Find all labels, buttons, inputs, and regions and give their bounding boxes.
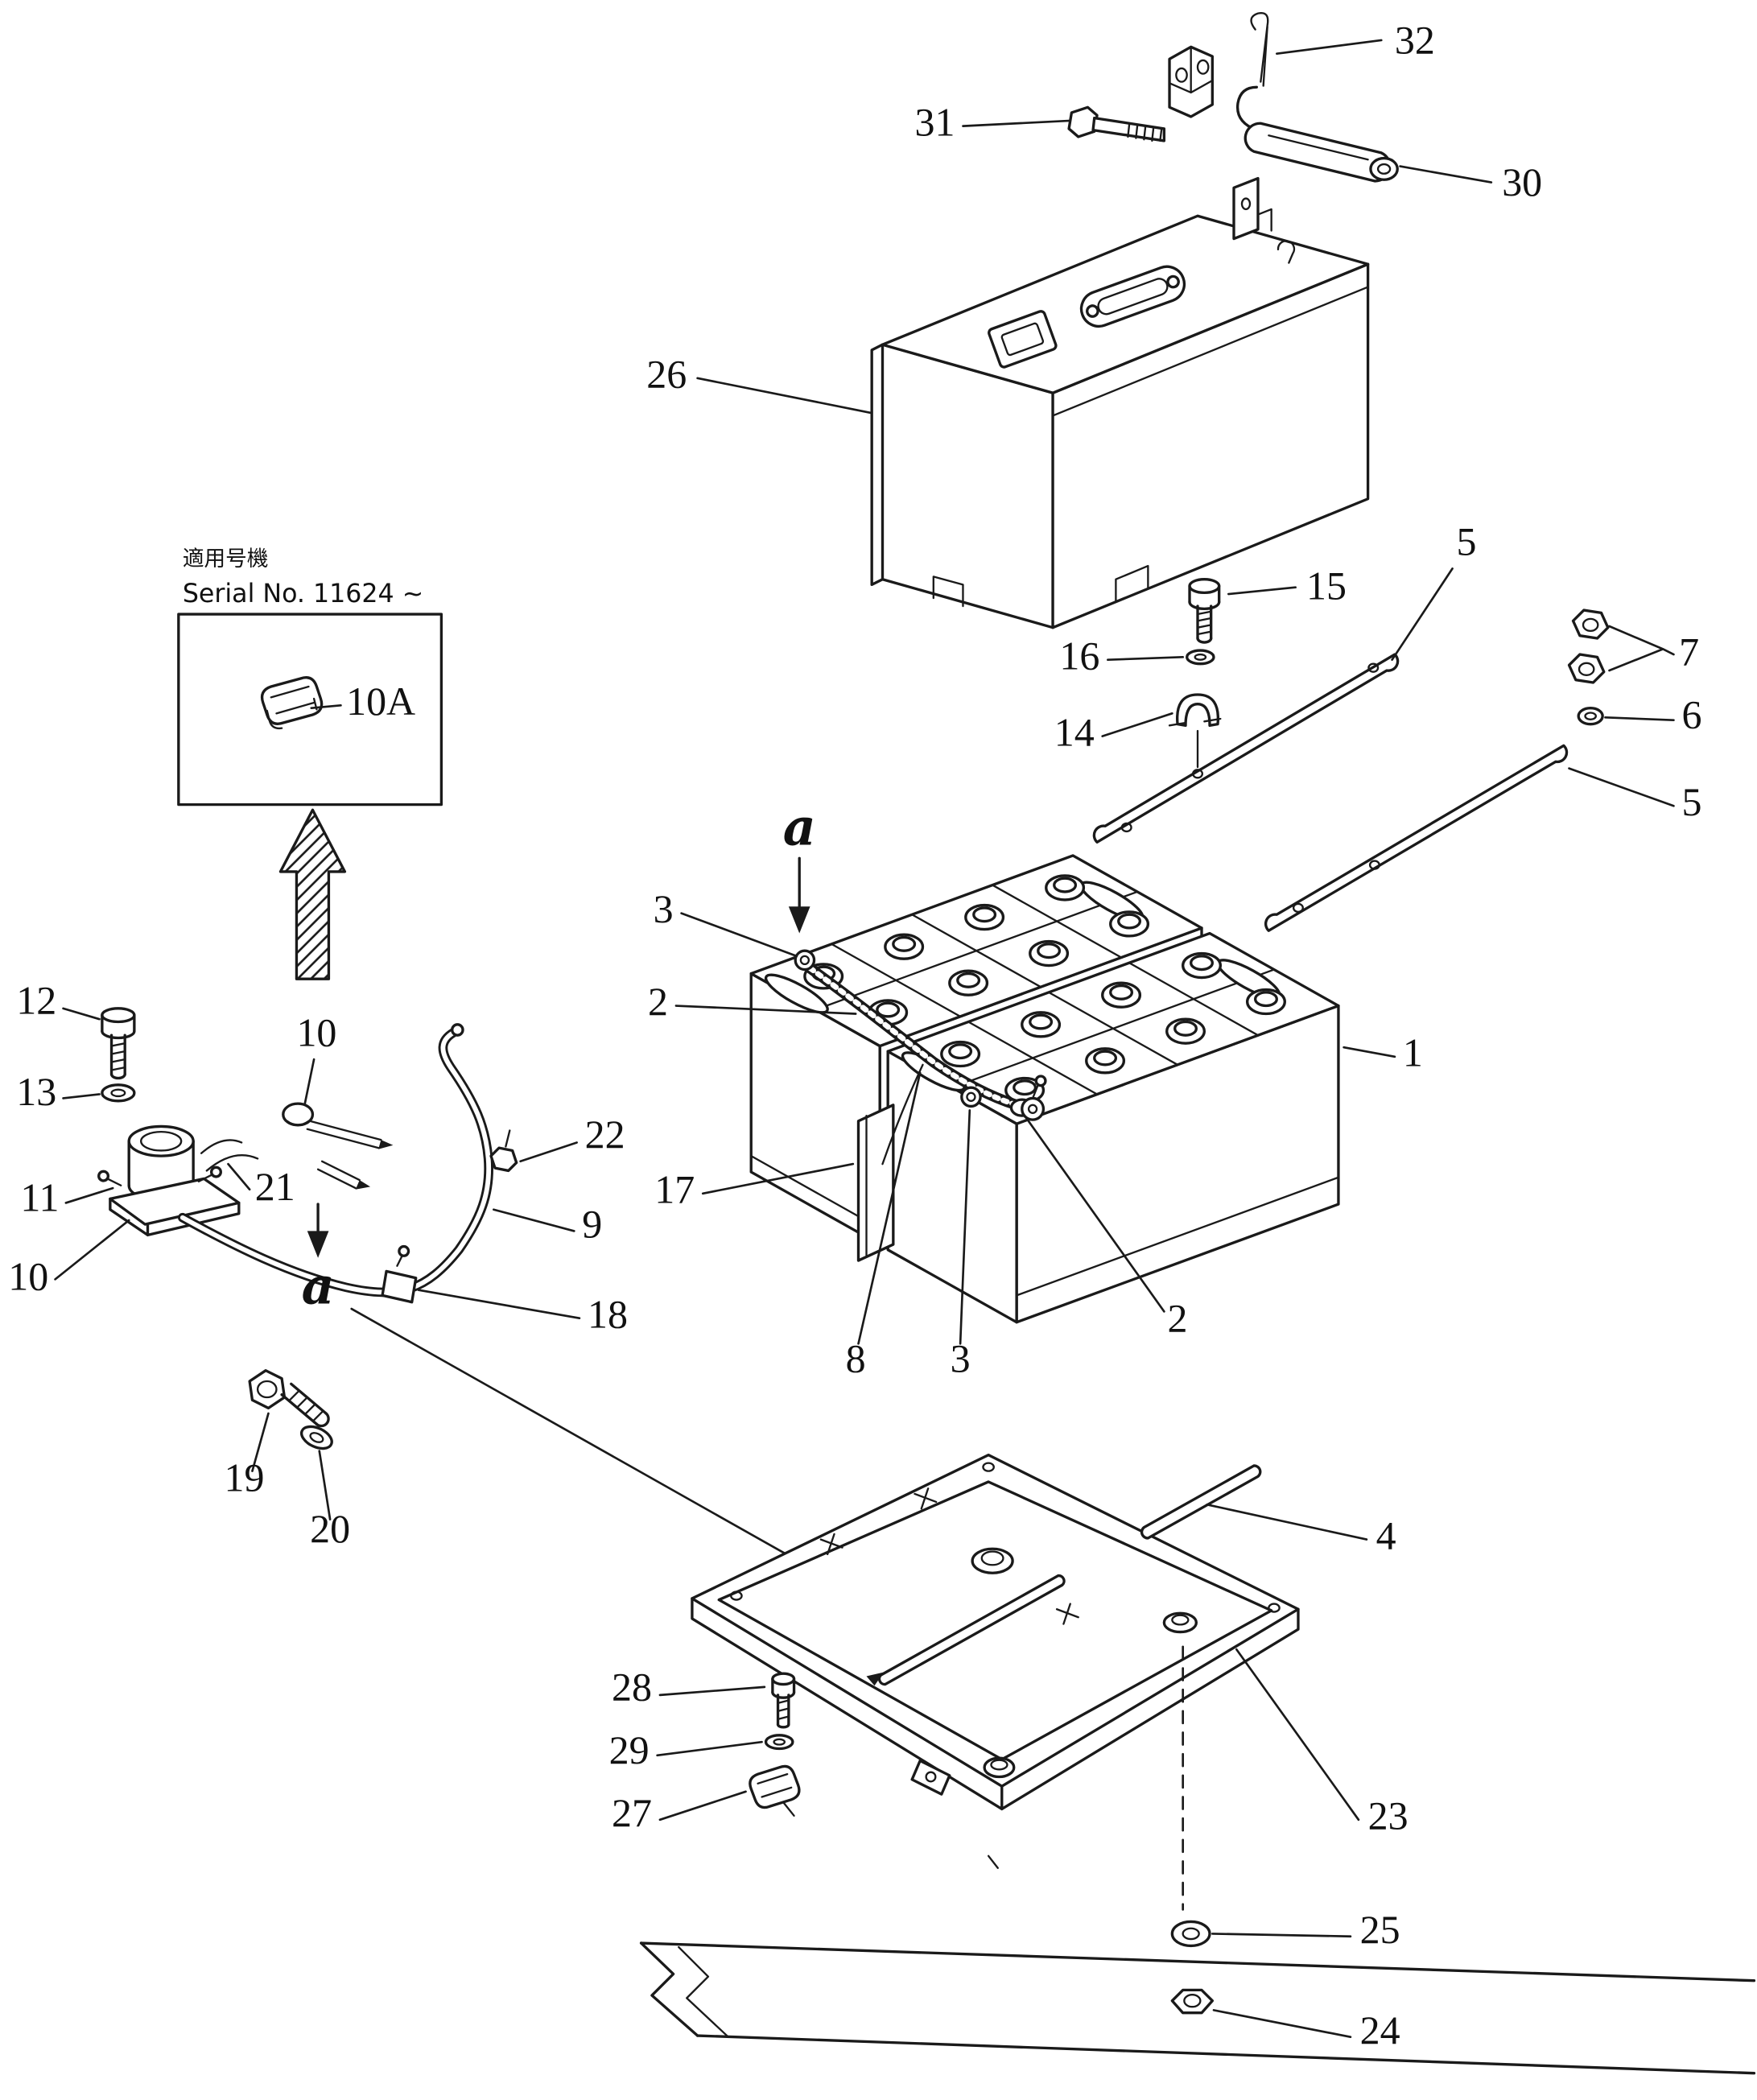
callout-label-18: 18	[588, 1291, 628, 1336]
section-letter-a-left: a	[302, 1256, 335, 1315]
bolt-19	[248, 1369, 330, 1428]
callout-label-11: 11	[20, 1174, 59, 1219]
callout-label-10-upper: 10	[296, 1010, 336, 1055]
callout-label-2a: 2	[648, 979, 668, 1024]
callout-label-3a: 3	[654, 886, 674, 931]
callout-label-9: 9	[582, 1202, 602, 1247]
washer-6	[1577, 706, 1604, 726]
washer-16	[1186, 649, 1215, 666]
section-letter-a-top: a	[783, 798, 816, 857]
bolt-31	[1067, 105, 1166, 142]
callout-label-5a: 5	[1457, 519, 1477, 564]
callout-label-2b: 2	[1168, 1295, 1188, 1340]
callout-label-12: 12	[16, 978, 56, 1023]
battery-front-caps	[940, 951, 1286, 1104]
rod-4	[1140, 1464, 1262, 1540]
up-arrow-hatched	[278, 808, 347, 980]
callout-label-22: 22	[585, 1112, 625, 1157]
callout-label-16: 16	[1059, 633, 1099, 678]
callout-label-21: 21	[255, 1164, 295, 1209]
callout-label-3b: 3	[951, 1335, 971, 1380]
nuts-7	[1567, 609, 1610, 684]
serial-note-line2: Serial No. 11624 ~	[183, 580, 423, 609]
section-marker-top: a	[783, 798, 816, 934]
callout-label-27: 27	[612, 1790, 652, 1835]
serial-note-line1: 適用号機	[183, 547, 269, 571]
callout-label-30: 30	[1502, 159, 1542, 204]
washer-13	[101, 1083, 136, 1103]
fitting-22	[489, 1129, 518, 1173]
callout-label-32: 32	[1395, 18, 1435, 63]
clamp-18	[381, 1244, 418, 1304]
callout-label-6: 6	[1681, 692, 1701, 737]
callout-label-29: 29	[609, 1727, 650, 1772]
construction-line	[350, 1307, 790, 1557]
callout-label-8: 8	[846, 1335, 866, 1380]
bolt-28	[771, 1672, 796, 1729]
wiring-21	[200, 1139, 259, 1172]
battery-cover	[870, 176, 1370, 629]
callout-label-14: 14	[1054, 709, 1095, 754]
callout-label-10-lower: 10	[8, 1254, 48, 1299]
latch-lever-30	[1235, 85, 1399, 183]
battery-relay-switch-11	[97, 1124, 241, 1237]
callout-label-25: 25	[1360, 1907, 1400, 1952]
callout-label-7: 7	[1679, 629, 1699, 674]
callout-label-13: 13	[16, 1069, 56, 1114]
callout-label-31: 31	[914, 99, 955, 144]
clip-10a	[260, 676, 324, 730]
clamp-14	[1168, 693, 1222, 769]
callout-label-4: 4	[1376, 1512, 1396, 1557]
bolt-12	[101, 1007, 136, 1080]
clip-10	[282, 1102, 394, 1190]
callouts: 32 31 30 26 15 16 14 5 7 6 5 1 3 2 17 8	[8, 18, 1701, 2053]
callout-label-23: 23	[1368, 1793, 1408, 1838]
battery-front	[886, 931, 1340, 1324]
nut-24	[1170, 1988, 1215, 2015]
battery-tray	[691, 1453, 1300, 1811]
cotter-pin-32	[1250, 12, 1269, 87]
callout-label-19: 19	[224, 1455, 264, 1500]
serial-note: 適用号機 Serial No. 11624 ~	[177, 547, 443, 807]
tube-9	[178, 1023, 494, 1298]
callout-label-28: 28	[612, 1665, 652, 1710]
callout-label-26: 26	[646, 351, 687, 396]
callout-label-17: 17	[654, 1166, 695, 1211]
hold-down-rod-5b	[1264, 744, 1569, 932]
callout-label-10a: 10A	[346, 679, 415, 724]
callout-label-20: 20	[310, 1506, 350, 1551]
washer-29	[764, 1734, 794, 1751]
fender-panel	[639, 1855, 1756, 2075]
clip-27	[749, 1764, 801, 1817]
callout-label-5b: 5	[1681, 779, 1701, 824]
hold-down-rod-5a	[1092, 653, 1400, 844]
callout-label-24: 24	[1360, 2007, 1400, 2053]
bolt-15	[1188, 578, 1221, 644]
spacer-plate-17	[856, 1104, 895, 1262]
battery-terminals	[794, 949, 1047, 1121]
clevis-bracket	[1168, 45, 1215, 118]
washer-20	[299, 1425, 333, 1450]
callout-label-15: 15	[1306, 563, 1347, 609]
section-marker-left: a	[302, 1203, 335, 1315]
washer-25	[1170, 1920, 1211, 1948]
callout-label-1: 1	[1403, 1029, 1423, 1075]
